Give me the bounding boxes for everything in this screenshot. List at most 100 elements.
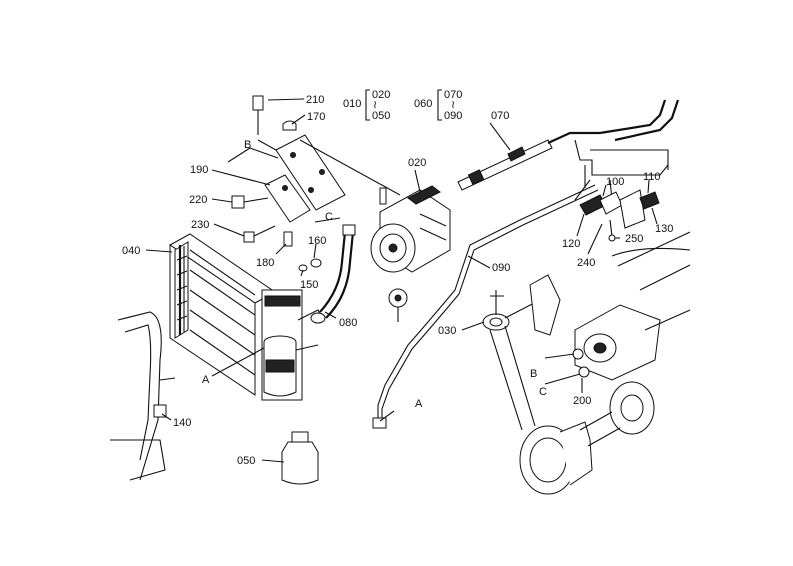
leader-160 (313, 243, 317, 259)
pipe-090-line-2 (381, 189, 599, 422)
bracket-side-plate (264, 174, 311, 223)
condenser-tank (174, 241, 189, 339)
can-body (281, 441, 319, 485)
leader-070 (489, 122, 511, 151)
bracket-clamp (264, 295, 301, 307)
callout-030: 030 (438, 325, 456, 337)
pipe-upper-2 (614, 99, 680, 142)
leader-210 (267, 98, 305, 101)
pulley-center (394, 294, 402, 302)
tensioner-hub (489, 317, 503, 327)
callout-220: 220 (189, 194, 207, 206)
core-lines (189, 249, 256, 376)
callout-130: 130 (655, 223, 673, 235)
callout-050-range: 050 (372, 110, 390, 122)
hose-080-line-2 (325, 231, 355, 319)
leader-130 (651, 207, 658, 225)
leader-lines (145, 98, 658, 463)
leader-110 (647, 179, 650, 194)
leader-170 (291, 114, 306, 125)
callout-160: 160 (308, 235, 326, 247)
compressor-valve (379, 187, 387, 205)
pipe-loop (574, 139, 669, 176)
bolt-200-a (572, 348, 584, 360)
leader-A2 (379, 410, 395, 422)
leader-140 (161, 413, 172, 421)
receiver-drier (261, 289, 323, 401)
fitting-130 (639, 191, 660, 210)
hose-fitting-lower (310, 312, 326, 324)
fitting-block (619, 189, 646, 229)
leader-240 (587, 223, 603, 255)
callout-180: 180 (256, 257, 274, 269)
bolt-220-head (231, 195, 245, 209)
callout-labels: 210 170 070 020 190 220 230 040 180 160 … (122, 94, 673, 467)
frame-pipe (117, 311, 162, 481)
bolt-hole (282, 185, 288, 191)
leader-050 (261, 459, 285, 463)
tensioner-bolt (490, 290, 504, 315)
bolt-hole (308, 187, 314, 193)
group-index-010: 010 020 ≀ 050 (343, 89, 390, 122)
bolt-230-head (243, 231, 255, 243)
engine-block (529, 231, 691, 435)
engine-outline-2 (611, 247, 691, 257)
bolt-210-head (252, 95, 264, 111)
condenser-040 (169, 233, 276, 396)
bolt-hole (319, 169, 325, 175)
pipe-090 (372, 184, 599, 429)
callout-120: 120 (562, 238, 580, 250)
left-frame (110, 311, 176, 481)
fan-pulley-hub (620, 394, 644, 422)
frame-clip (159, 377, 176, 381)
ref-label-B: B (530, 368, 537, 380)
leader-line (299, 139, 401, 196)
callout-020-range: 020 (372, 89, 390, 101)
fittings-group (579, 189, 660, 242)
leader-A1 (211, 347, 265, 377)
pipe-upper (599, 99, 667, 135)
callout-240: 240 (577, 257, 595, 269)
callout-010: 010 (343, 98, 361, 110)
leader-120 (576, 213, 585, 237)
group-index-060: 060 070 ≀ 090 (414, 89, 462, 122)
callout-250: 250 (625, 233, 643, 245)
bracket (365, 89, 370, 121)
range-tilde: ≀ (373, 99, 377, 111)
ref-label-C: C (539, 386, 547, 398)
bolt-230-shaft (253, 225, 276, 237)
leader-040 (145, 249, 173, 253)
leader-190 (211, 169, 271, 186)
leader-090 (467, 255, 491, 269)
callout-110: 110 (643, 171, 661, 183)
leader-220 (211, 198, 233, 203)
callout-070-range: 070 (444, 89, 462, 101)
bracket-plate (227, 95, 401, 272)
ref-line-C (314, 217, 341, 223)
callout-080: 080 (339, 317, 357, 329)
crank-hub (559, 421, 593, 486)
callout-140: 140 (173, 417, 191, 429)
fitting-stem (609, 219, 613, 237)
leader-080 (324, 311, 337, 319)
ref-label-B: B (244, 139, 251, 151)
leader-230 (213, 223, 245, 237)
bolt-200-b (578, 366, 590, 378)
frame-bracket (110, 439, 166, 481)
hose-080 (310, 224, 356, 324)
bolt-180 (283, 231, 293, 247)
bracket (437, 89, 442, 121)
ref-label-C: C (325, 211, 333, 223)
callout-170: 170 (307, 111, 325, 123)
leader-030 (461, 321, 485, 331)
range-tilde: ≀ (451, 99, 455, 111)
callout-060: 060 (414, 98, 432, 110)
callout-040: 040 (122, 245, 140, 257)
belt-right (579, 411, 621, 447)
pipe-loop-2 (584, 149, 669, 188)
ref-label-A: A (415, 398, 423, 410)
callout-050: 050 (237, 455, 255, 467)
ref-line-B (227, 147, 279, 163)
